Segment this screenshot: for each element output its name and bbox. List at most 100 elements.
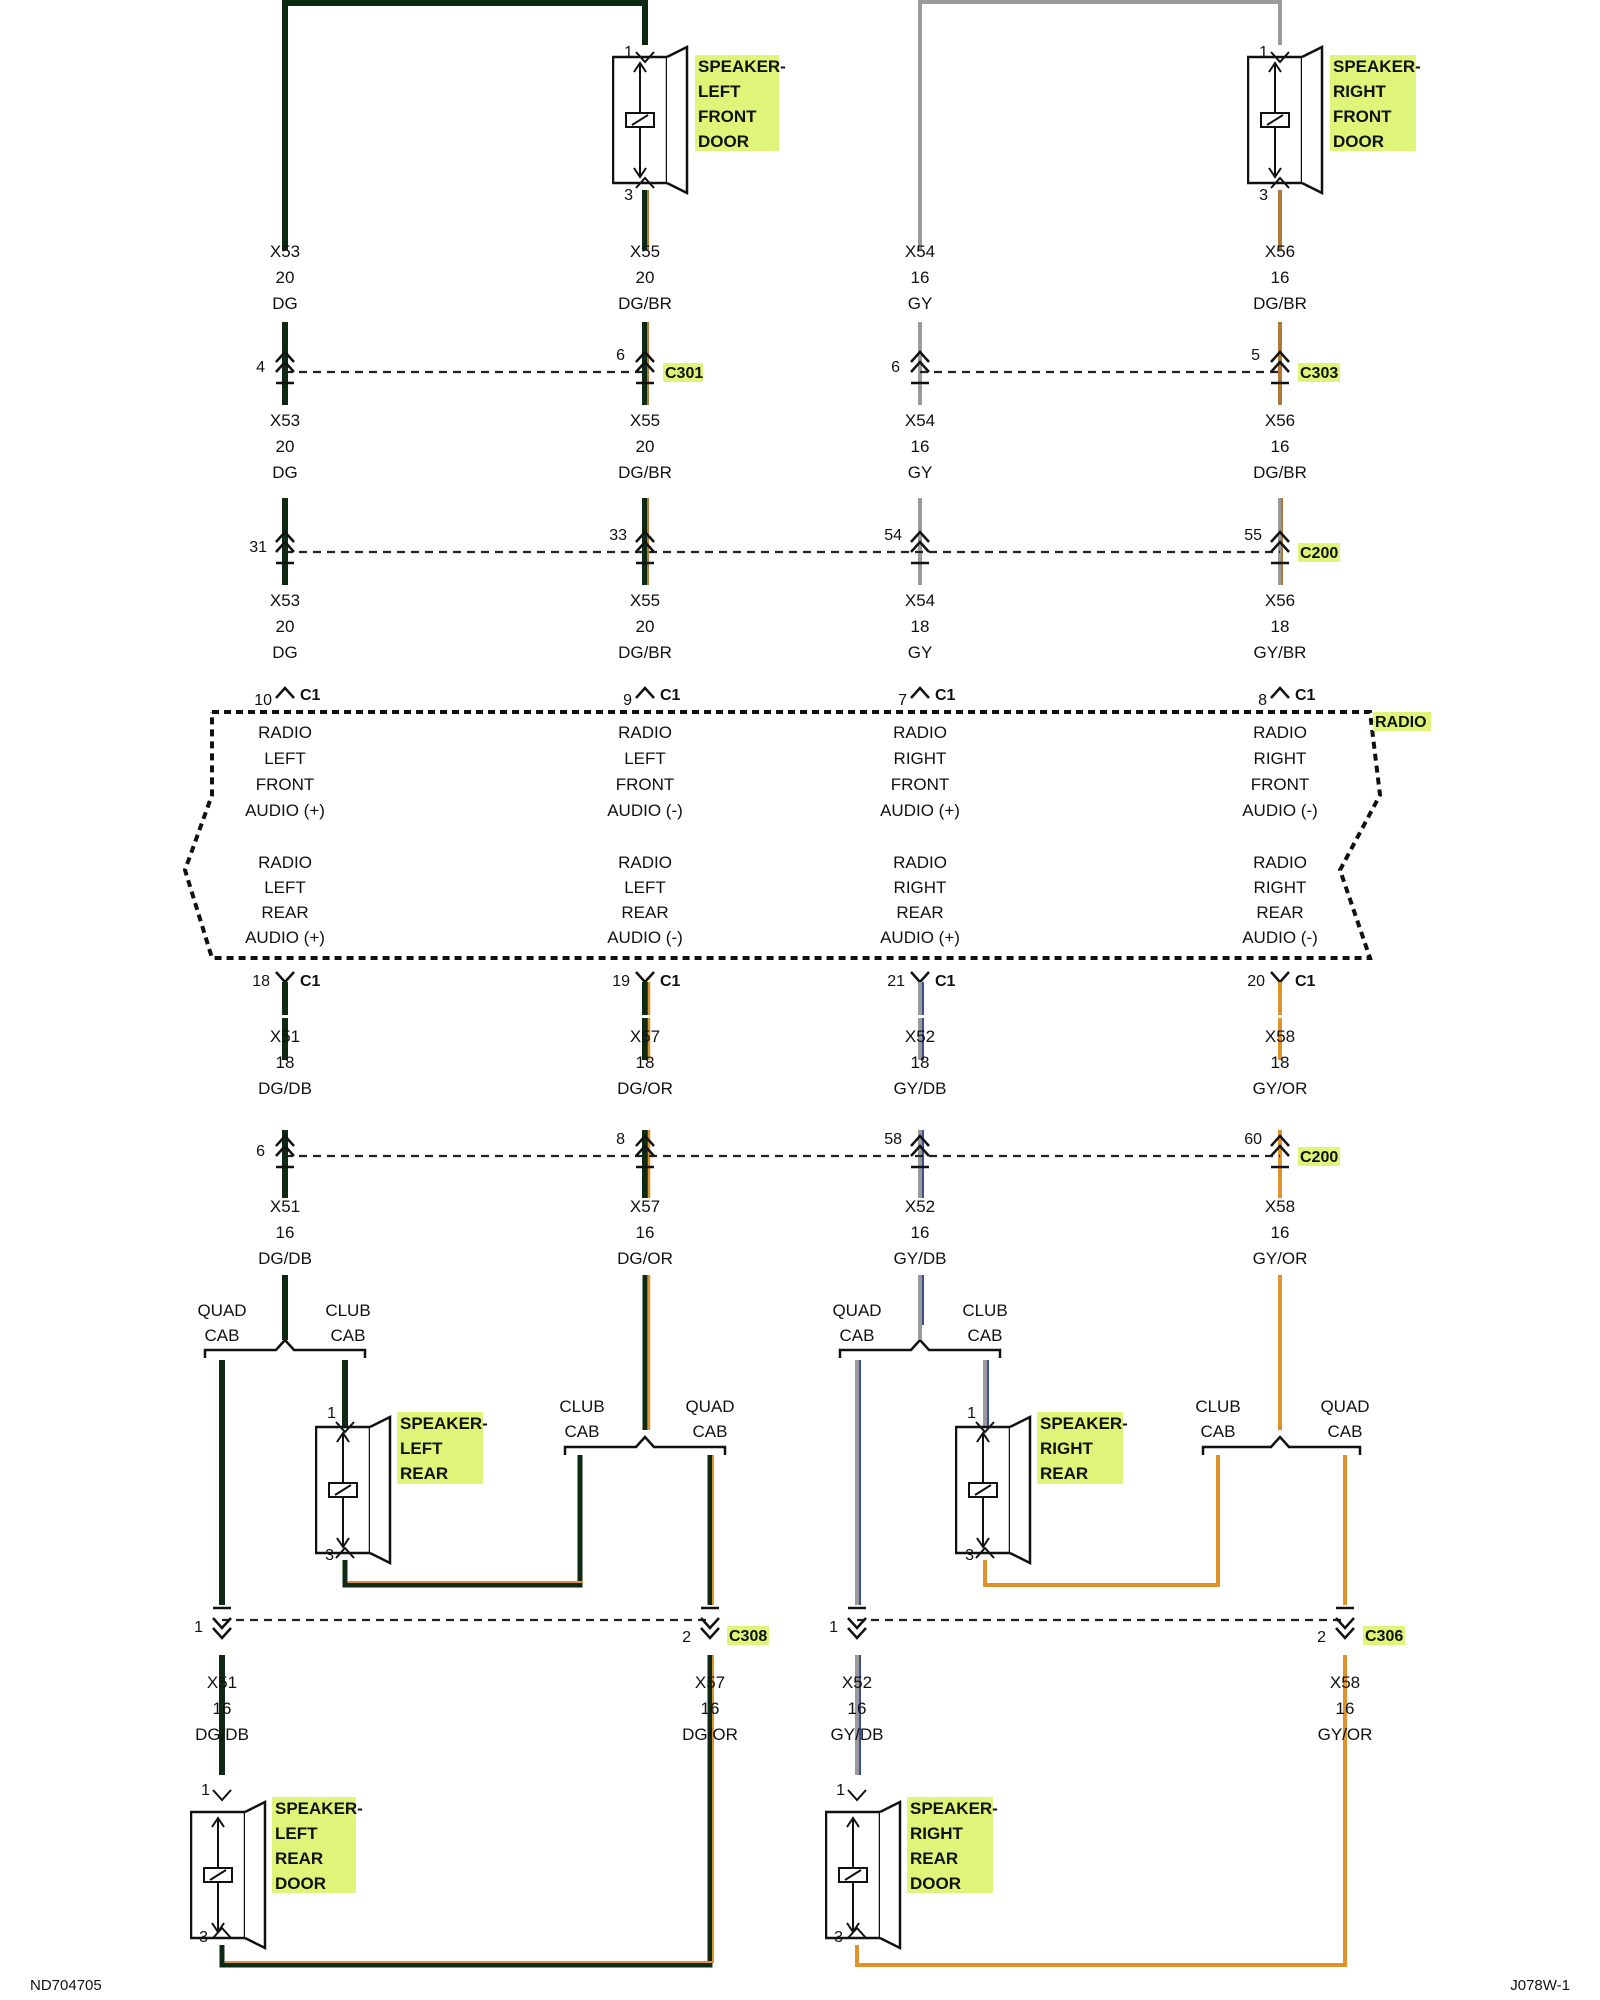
connector-c200-lower: 6 8 58 60 C200 [256,1131,1340,1169]
wire-circuit: X57 [630,1027,660,1046]
wire-color: GY/OR [1253,1249,1308,1268]
connector-label: C1 [935,973,956,990]
wire-left-front-minus [285,0,649,585]
radio-pin-function: RADIO [618,853,672,872]
connector-c308: 1 2 C308 [194,1606,769,1646]
diagram-id-right: J078W-1 [1510,1977,1570,1994]
connector-pin-icon [275,1134,1290,1169]
wire-color: DG/OR [617,1249,673,1268]
speaker-left-rear-door: 1 3 SPEAKER- LEFT REAR DOOR [190,1782,363,1950]
pin-label: 7 [898,692,907,709]
radio-pin-function: AUDIO (-) [1242,928,1318,947]
wire-color: DG [272,463,298,482]
variant-label: QUAD [685,1397,734,1416]
wire-circuit: X58 [1330,1673,1360,1692]
radio-pin-function: RIGHT [1254,878,1307,897]
connector-pin-icon [275,971,1290,984]
wire-gauge: 16 [1271,437,1290,456]
pin-label: 3 [834,1929,843,1946]
variant-label: CAB [840,1326,875,1345]
wire-color: GY/DB [894,1249,947,1268]
pin-label: 31 [249,539,267,556]
connector-label: C301 [665,365,703,382]
connector-label: C200 [1300,545,1338,562]
radio-pin-function: RIGHT [894,878,947,897]
pin-label: 8 [616,1131,625,1148]
pin-label: 3 [199,1929,208,1946]
wire-labels: X53 20 DG X55 20 DG/BR X54 16 GY X56 16 … [195,242,1372,1744]
variant-label: CAB [968,1326,1003,1345]
radio-pin-function: AUDIO (+) [880,801,960,820]
pin-label: 18 [252,973,270,990]
variant-label: CAB [565,1422,600,1441]
wire-color: GY/OR [1253,1079,1308,1098]
pin-label: 60 [1244,1131,1262,1148]
speaker-label: DOOR [698,132,749,151]
wire-gauge: 16 [636,1223,655,1242]
radio-pin-function: AUDIO (+) [880,928,960,947]
wire-color: GY/OR [1318,1725,1373,1744]
pin-label: 5 [1251,347,1260,364]
variant-label: CAB [1201,1422,1236,1441]
speaker-label: FRONT [1333,107,1392,126]
speaker-left-front-door: 1 3 SPEAKER- LEFT FRONT DOOR [612,44,786,204]
pin-label: 58 [884,1131,902,1148]
wire-gauge: 18 [911,1053,930,1072]
wire-gauge: 18 [1271,617,1290,636]
variant-label: CAB [205,1326,240,1345]
speaker-left-rear: 1 3 SPEAKER- LEFT REAR [315,1405,488,1565]
speaker-label: DOOR [275,1874,326,1893]
radio-pin-function: AUDIO (+) [245,801,325,820]
radio-pin-function: RADIO [258,723,312,742]
connector-label: C308 [729,1628,767,1645]
wire-circuit: X51 [207,1673,237,1692]
speaker-label: REAR [910,1849,958,1868]
variant-label: CAB [1328,1422,1363,1441]
connector-label: C200 [1300,1149,1338,1166]
pin-label: 20 [1247,973,1265,990]
variant-label: CLUB [559,1397,604,1416]
wire-gauge: 18 [1271,1053,1290,1072]
wire-color: DG [272,643,298,662]
radio-pin-function: REAR [1256,903,1303,922]
wire-gauge: 16 [911,268,930,287]
wire-color: DG/BR [618,643,672,662]
pin-label: 19 [612,973,630,990]
pin-label: 2 [682,1629,691,1646]
wire-gauge: 16 [1271,1223,1290,1242]
pin-label: 6 [891,359,900,376]
speaker-label: SPEAKER- [910,1799,998,1818]
wire-circuit: X52 [905,1197,935,1216]
wire-gauge: 16 [1336,1699,1355,1718]
pin-label: 8 [1258,692,1267,709]
splice-fork-icon [1201,1435,1362,1455]
pin-label: 1 [624,44,633,61]
wire-circuit: X56 [1265,242,1295,261]
wire-gauge: 16 [911,1223,930,1242]
wire-gauge: 16 [911,437,930,456]
speaker-label: LEFT [698,82,741,101]
connector-label: C1 [1295,973,1316,990]
radio-pin-function: LEFT [264,878,306,897]
wire-gauge: 16 [213,1699,232,1718]
wire-circuit: X58 [1265,1027,1295,1046]
pin-label: 1 [1259,44,1268,61]
radio-pin-function: RIGHT [1254,749,1307,768]
pin-label: 6 [256,1143,265,1160]
variant-label: QUAD [197,1301,246,1320]
split-right-rear: CLUB CAB QUAD CAB [1195,1397,1370,1455]
radio-pin-function: FRONT [891,775,950,794]
connector-c301-c303: 4 6 6 5 C301 C303 [256,347,1340,385]
wire-gauge: 16 [848,1699,867,1718]
speaker-label: REAR [400,1464,448,1483]
pin-label: 1 [967,1405,976,1422]
splice-fork-icon [563,1435,727,1455]
wire-color: DG/BR [1253,294,1307,313]
speaker-label: RIGHT [910,1824,964,1843]
wire-circuit: X51 [270,1027,300,1046]
variant-label: CLUB [962,1301,1007,1320]
pin-label: 33 [609,527,627,544]
pin-label: 1 [201,1782,210,1799]
wire-gauge: 18 [636,1053,655,1072]
wire-gauge: 20 [276,437,295,456]
